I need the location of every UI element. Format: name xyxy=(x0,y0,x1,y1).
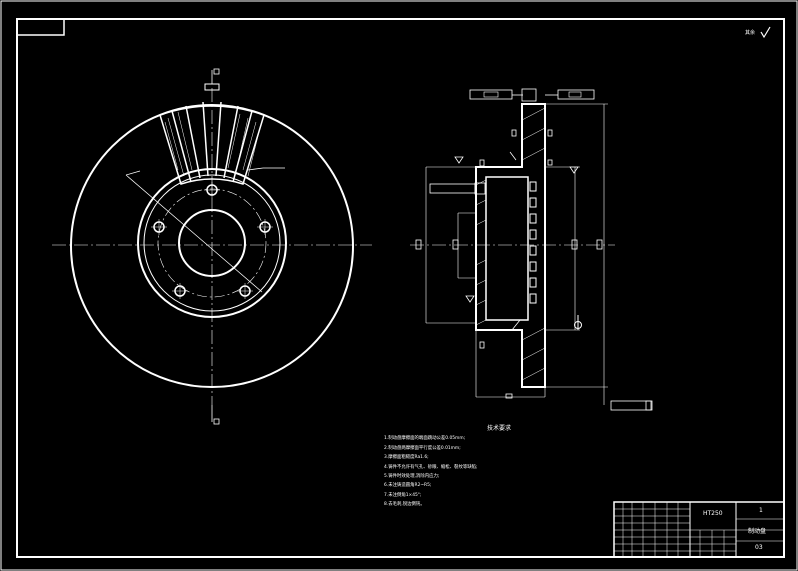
part-name-label: 制动盘 xyxy=(748,528,767,535)
front-view xyxy=(52,68,372,425)
requirement-item: 1.制动盘摩擦面的端面跳动公差0.05mm; xyxy=(384,436,466,442)
technical-requirements-title: 技术要求 xyxy=(486,425,511,432)
section-view xyxy=(410,88,653,411)
requirement-item: 4.铸件不允许有气孔、砂眼、缩松、裂纹等缺陷; xyxy=(384,464,478,470)
requirement-item: 3.摩擦面粗糙度Ra1.6; xyxy=(384,455,429,461)
drawing-number-label: 03 xyxy=(755,544,763,551)
requirement-item: 2.制动盘两摩擦面平行度公差0.01mm; xyxy=(384,445,461,451)
inner-border xyxy=(16,18,785,558)
requirement-item: 8.去毛刺,锐边倒钝。 xyxy=(384,502,425,508)
material-label: HT250 xyxy=(703,510,723,517)
roughness-note: 其余 xyxy=(745,30,756,36)
title-block xyxy=(613,501,785,558)
requirement-item: 5.铸件时效处理,消除内应力; xyxy=(384,474,440,480)
corner-box xyxy=(16,18,65,36)
quantity-label: 1 xyxy=(759,507,763,514)
technical-requirements: 技术要求 1.制动盘摩擦面的端面跳动公差0.05mm; 2.制动盘两摩擦面平行度… xyxy=(384,424,614,510)
requirement-item: 7.未注倒角1×45°; xyxy=(384,492,422,498)
roughness-check-icon xyxy=(760,26,771,39)
requirement-item: 6.未注铸造圆角R2~R5; xyxy=(384,483,432,489)
